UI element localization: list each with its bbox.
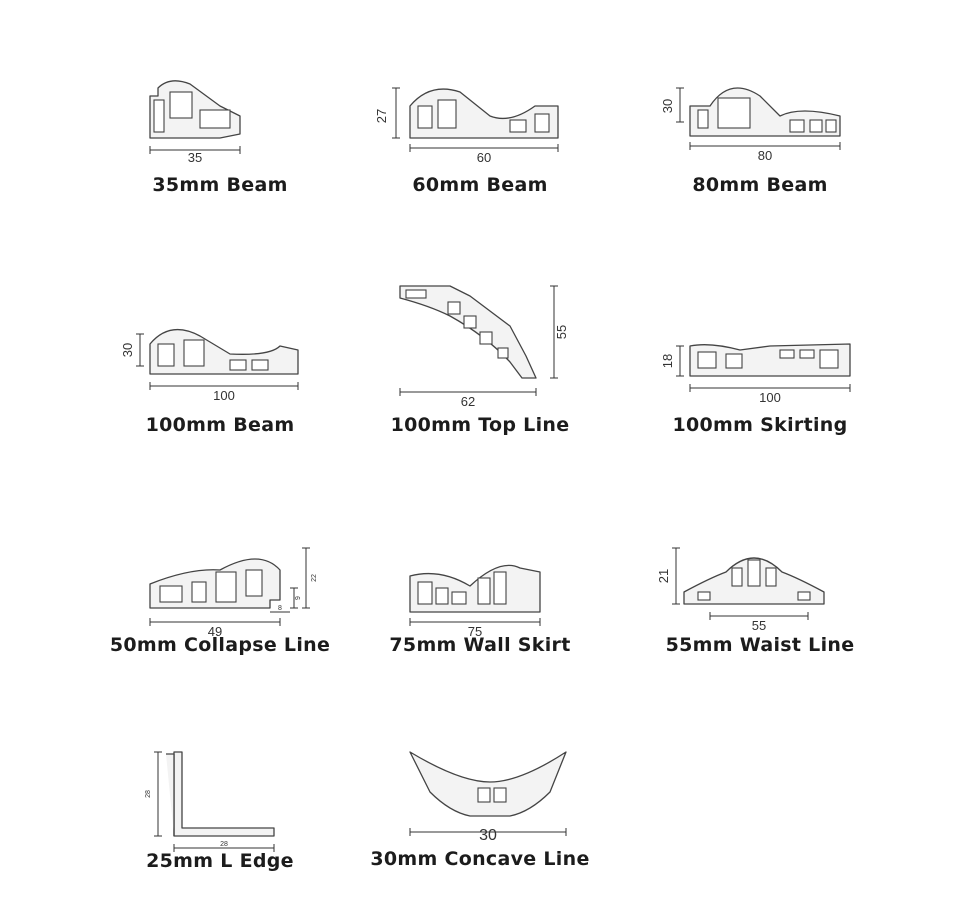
profile-drawing-60mm-beam: 27 60 [374,87,559,165]
width-dimension: 62 [461,394,475,409]
profile-100mm-top-line: 55 62 100mm Top Line [330,278,630,478]
profile-80mm-beam: 30 80 80mm Beam [610,38,910,238]
profile-label: 100mm Beam [145,414,295,436]
profile-label: 75mm Wall Skirt [389,634,571,656]
width-dimension-secondary: 8 [278,605,282,612]
profile-drawing-35mm-beam: 35 [149,80,241,165]
height-dimension: 21 [656,569,671,583]
profile-drawing-55mm-waist-line: 21 55 [656,547,825,633]
width-dimension: 35 [188,150,202,165]
profile-label: 50mm Collapse Line [109,634,331,656]
width-dimension: 30 [479,827,497,844]
profile-drawing-80mm-beam: 30 80 [660,87,841,163]
width-dimension: 60 [477,150,491,165]
height-dimension: 22 [311,574,318,582]
width-dimension: 100 [213,388,235,403]
profile-drawing-100mm-beam: 30 100 [120,328,299,403]
profile-75mm-wall-skirt: 75 75mm Wall Skirt [330,510,630,710]
profile-drawing-100mm-skirting: 18 100 [660,343,851,405]
profile-label: 80mm Beam [692,174,828,196]
profile-drawing-75mm-wall-skirt: 75 [409,564,541,639]
profile-label: 60mm Beam [412,174,548,196]
width-dimension: 100 [759,390,781,405]
profile-drawing-25mm-l-edge: 28 28 [145,751,275,852]
height-dimension: 27 [374,109,389,123]
width-dimension: 80 [758,148,772,163]
profile-label: 55mm Waist Line [665,634,855,656]
profile-label: 100mm Top Line [390,414,570,436]
profile-drawing-30mm-concave-line: 30 [409,751,567,844]
profile-label: 25mm L Edge [146,850,294,872]
height-dimension: 30 [120,343,135,357]
profile-label: 30mm Concave Line [370,848,590,870]
height-dimension-secondary: 9 [295,596,302,600]
profile-drawing-100mm-top-line: 55 62 [399,285,569,409]
profile-100mm-skirting: 18 100 100mm Skirting [610,278,910,478]
profile-30mm-concave-line: 30 30mm Concave Line [330,714,630,914]
profile-label: 100mm Skirting [672,414,848,436]
profile-label: 35mm Beam [152,174,288,196]
profile-25mm-l-edge: 28 28 25mm L Edge [70,714,370,914]
width-dimension: 55 [752,618,766,633]
width-dimension: 49 [208,624,222,639]
height-dimension: 28 [145,790,152,798]
width-dimension: 28 [220,841,228,848]
profile-35mm-beam: 35 35mm Beam [70,38,370,238]
height-dimension: 55 [554,325,569,339]
height-dimension: 18 [660,354,675,368]
height-dimension: 30 [660,99,675,113]
profile-drawing-50mm-collapse-line: 22 9 8 49 [149,547,318,639]
width-dimension: 75 [468,624,482,639]
profile-50mm-collapse-line: 22 9 8 49 50mm Collapse Line [70,510,370,710]
profile-100mm-beam: 30 100 100mm Beam [70,278,370,478]
profile-55mm-waist-line: 21 55 55mm Waist Line [610,510,910,710]
profile-60mm-beam: 27 60 60mm Beam [330,38,630,238]
